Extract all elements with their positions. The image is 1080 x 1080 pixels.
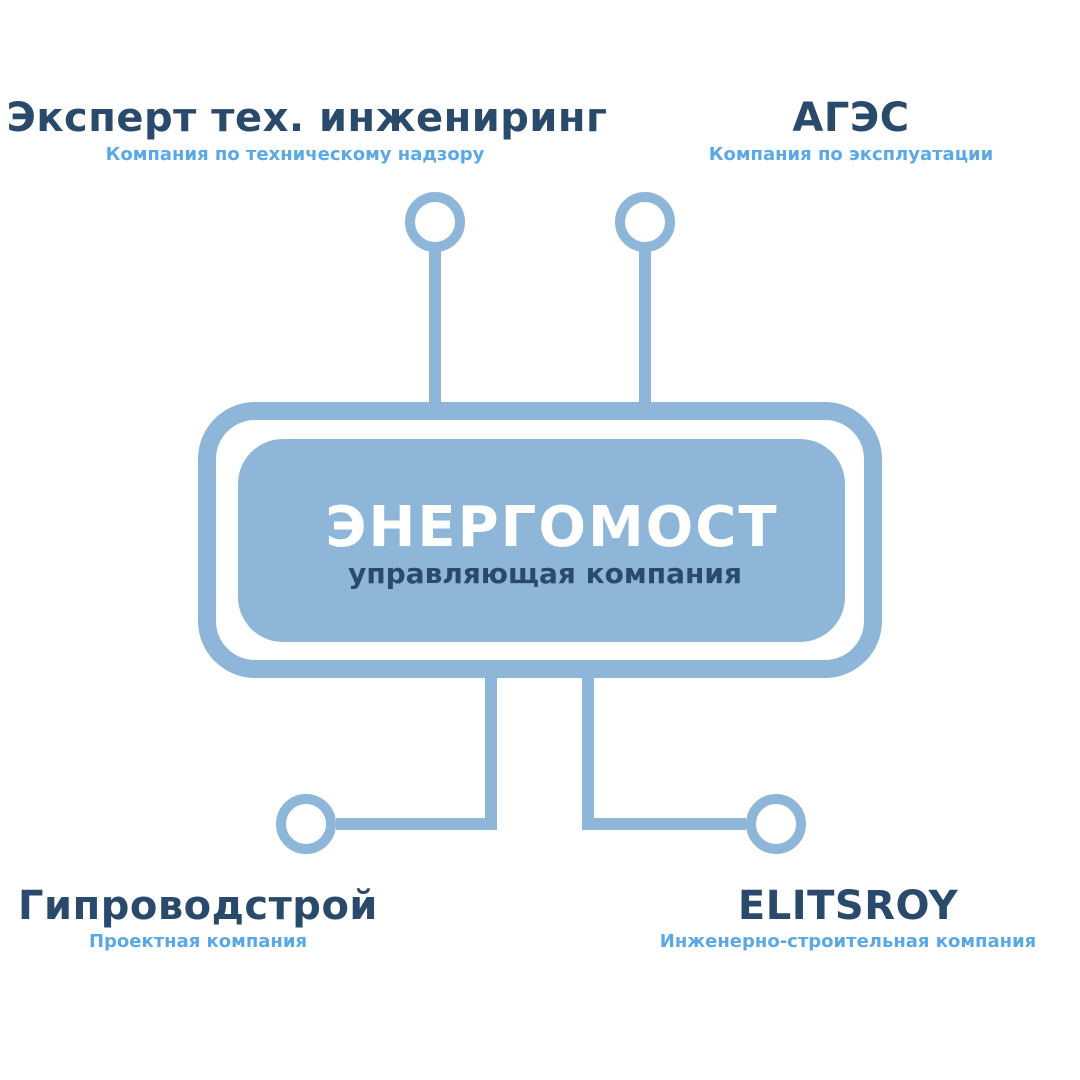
center-inner-block — [238, 439, 845, 642]
node-title-giprovodstroy: Гипроводстрой — [18, 883, 378, 929]
connector-line-bottom-right — [582, 676, 746, 830]
connector-node-top-left — [405, 192, 465, 252]
node-subtitle-giprovodstroy: Проектная компания — [88, 931, 308, 952]
center-subtitle: управляющая компания — [348, 557, 742, 590]
node-title-expert: Эксперт тех. инжениринг — [6, 95, 608, 141]
node-title-elitsroy: ELITSROY — [737, 883, 959, 929]
connector-node-bottom-left — [276, 794, 336, 854]
node-subtitle-expert: Компания по техническому надзору — [105, 144, 485, 165]
center-title: ЭНЕРГОМОСТ — [325, 495, 779, 560]
connector-node-bottom-right — [746, 794, 806, 854]
node-subtitle-ages: Компания по эксплуатации — [708, 144, 994, 165]
node-subtitle-elitsroy: Инженерно-строительная компания — [659, 931, 1037, 952]
node-title-ages: АГЭС — [792, 95, 910, 141]
connector-line-bottom-left — [336, 676, 497, 830]
connector-node-top-right — [615, 192, 675, 252]
